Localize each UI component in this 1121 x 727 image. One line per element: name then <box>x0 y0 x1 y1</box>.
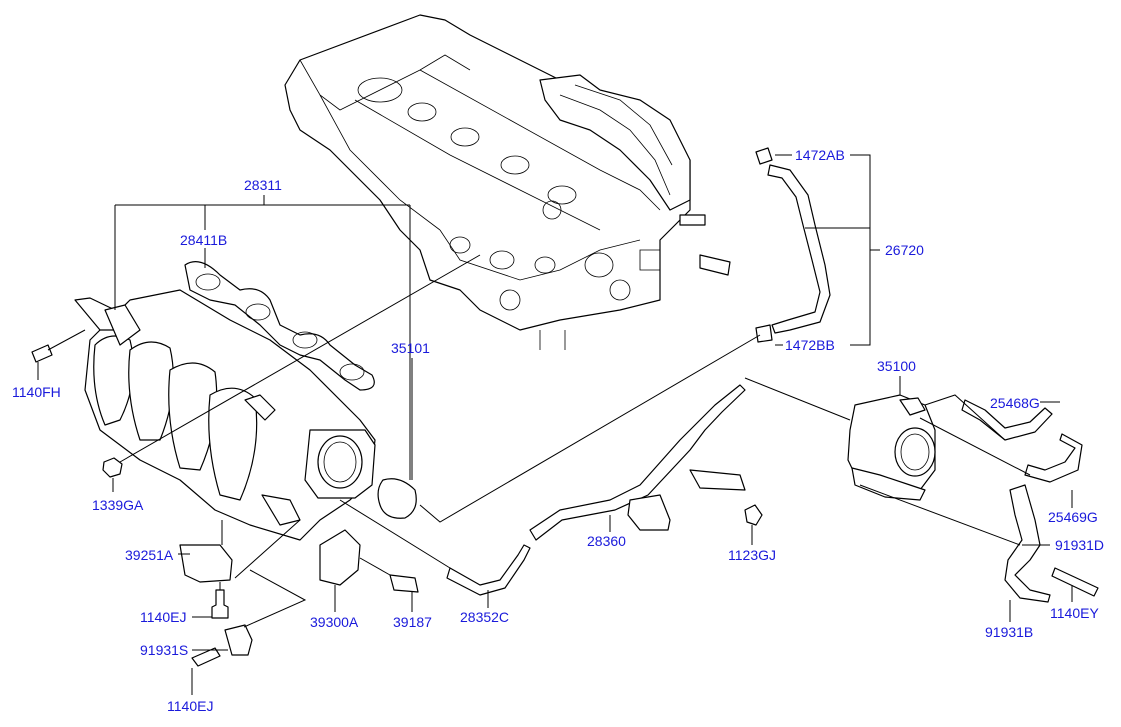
label-25468G[interactable]: 25468G <box>990 395 1040 411</box>
label-91931S[interactable]: 91931S <box>140 642 188 658</box>
bolt-1140EJ-b <box>191 647 221 667</box>
bracket-91931B <box>1004 484 1051 603</box>
hose-28352C <box>446 544 531 596</box>
label-1140EY[interactable]: 1140EY <box>1050 605 1099 621</box>
label-1123GJ[interactable]: 1123GJ <box>728 547 776 563</box>
label-91931D[interactable]: 91931D <box>1055 537 1104 553</box>
hose-26720 <box>767 164 831 334</box>
label-28411B[interactable]: 28411B <box>180 232 227 248</box>
bolt-39187 <box>389 574 419 593</box>
engine-block <box>284 14 731 350</box>
throttle-gasket <box>377 478 417 519</box>
label-28352C[interactable]: 28352C <box>460 609 509 625</box>
label-1472AB[interactable]: 1472AB <box>795 147 845 163</box>
hose-25469G <box>1024 433 1083 483</box>
label-35100[interactable]: 35100 <box>877 358 916 374</box>
bolt-1123GJ <box>744 504 763 526</box>
part-labels: 28311 28411B 1140FH 1339GA 39251A 1140EJ… <box>12 147 1104 714</box>
bolt-1140EY <box>1051 567 1099 597</box>
label-1339GA[interactable]: 1339GA <box>92 497 144 513</box>
hose-25468G <box>961 399 1053 441</box>
label-25469G[interactable]: 25469G <box>1048 509 1098 525</box>
intake-gasket <box>184 261 375 391</box>
bracket-39251A <box>179 544 233 583</box>
bolt-1140EJ-a <box>211 589 229 619</box>
label-1472BB[interactable]: 1472BB <box>785 337 835 353</box>
label-91931B[interactable]: 91931B <box>985 624 1033 640</box>
nut-1339GA <box>102 457 123 478</box>
bracket-91931S <box>224 624 253 656</box>
leader-lines <box>37 154 1073 695</box>
label-39300A[interactable]: 39300A <box>310 614 359 630</box>
pipe-bracket <box>627 494 671 531</box>
label-35101[interactable]: 35101 <box>391 340 430 356</box>
label-28311[interactable]: 28311 <box>244 177 282 193</box>
sensor-39300A <box>319 529 361 586</box>
label-39251A[interactable]: 39251A <box>125 547 174 563</box>
bolt-1140FH <box>31 344 53 363</box>
label-26720[interactable]: 26720 <box>885 242 924 258</box>
throttle-body <box>847 394 936 501</box>
label-1140EJ-a[interactable]: 1140EJ <box>140 609 186 625</box>
label-1140FH[interactable]: 1140FH <box>12 384 61 400</box>
pipe-28360 <box>529 384 746 541</box>
label-1140EJ-b[interactable]: 1140EJ <box>167 698 213 714</box>
label-28360[interactable]: 28360 <box>587 533 626 549</box>
label-39187[interactable]: 39187 <box>393 614 432 630</box>
intake-manifold <box>74 289 376 541</box>
